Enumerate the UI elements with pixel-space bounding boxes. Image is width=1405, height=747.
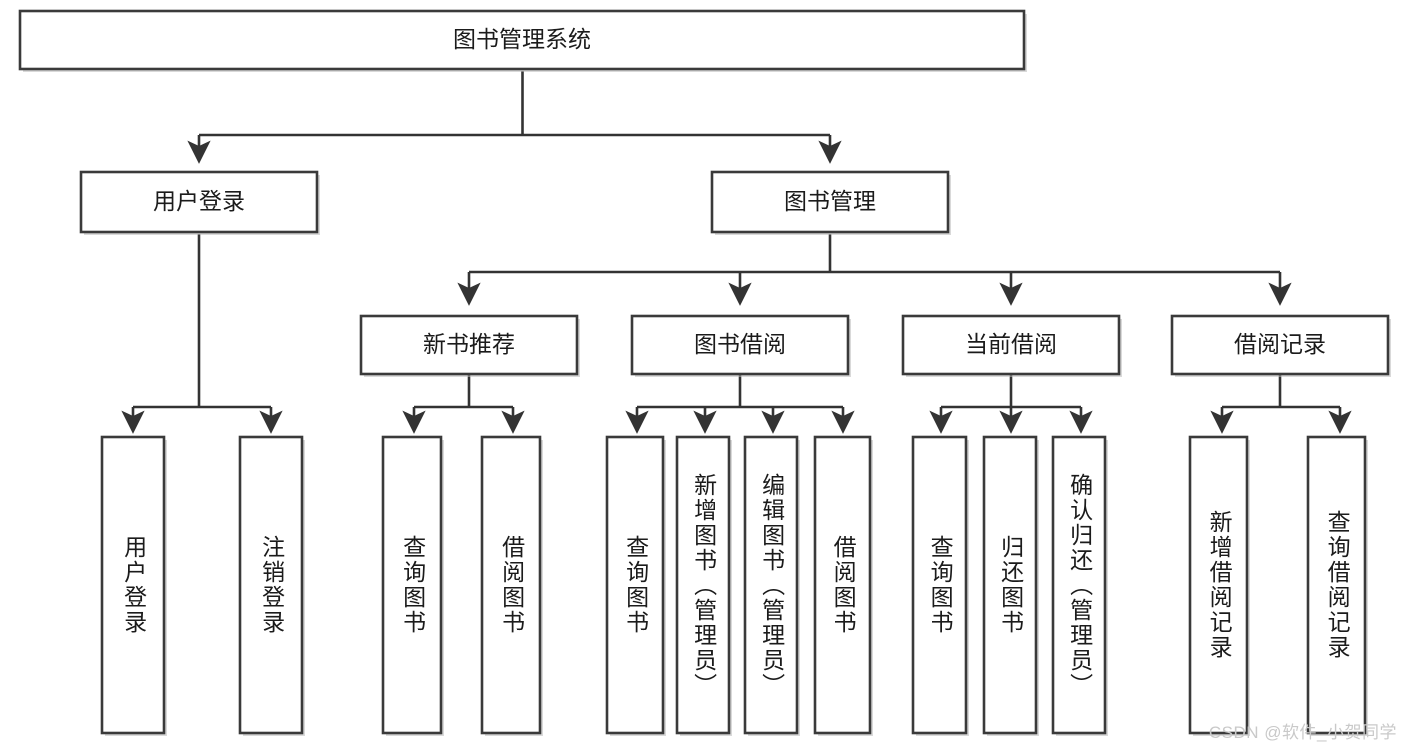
node-leaf-query-record[interactable] bbox=[1306, 435, 1368, 736]
node-leaf-borrow-book-1[interactable] bbox=[480, 435, 543, 736]
node-new-book-recommend[interactable]: 新书推荐 bbox=[359, 314, 580, 377]
node-leaf-add-book[interactable] bbox=[675, 435, 732, 736]
node-current-borrow[interactable]: 当前借阅 bbox=[901, 314, 1122, 377]
node-current-borrow-label: 当前借阅 bbox=[965, 331, 1057, 357]
node-leaf-confirm-return[interactable] bbox=[1051, 435, 1108, 736]
node-new-book-recommend-label: 新书推荐 bbox=[423, 331, 515, 357]
node-user-login-label: 用户登录 bbox=[153, 188, 245, 214]
node-user-login[interactable]: 用户登录 bbox=[79, 170, 320, 235]
node-leaf-query-book-3[interactable] bbox=[911, 435, 969, 736]
edge-current-borrow-to-leaves bbox=[929, 375, 1093, 434]
node-leaf-borrow-book-2[interactable] bbox=[813, 435, 873, 736]
node-leaf-query-book-2[interactable] bbox=[605, 435, 666, 736]
node-leaf-add-record[interactable] bbox=[1188, 435, 1250, 736]
node-root-label: 图书管理系统 bbox=[453, 26, 591, 52]
node-book-borrow-label: 图书借阅 bbox=[694, 331, 786, 357]
edge-book-borrow-to-leaves bbox=[625, 375, 855, 434]
csdn-watermark: CSDN @软件_小贺同学 bbox=[1208, 723, 1397, 742]
node-borrow-record-label: 借阅记录 bbox=[1234, 331, 1326, 357]
edge-new-book-recommend-to-leaves bbox=[402, 375, 525, 434]
node-root[interactable]: 图书管理系统 bbox=[18, 9, 1027, 72]
node-book-borrow[interactable]: 图书借阅 bbox=[630, 314, 851, 377]
edge-user-login-to-leaves bbox=[121, 234, 283, 434]
node-book-management-label: 图书管理 bbox=[784, 188, 876, 214]
edge-root-to-children bbox=[187, 71, 842, 164]
node-leaf-logout-login[interactable] bbox=[238, 435, 305, 736]
node-leaf-user-login[interactable] bbox=[100, 435, 167, 736]
edge-borrow-record-to-leaves bbox=[1210, 375, 1352, 434]
node-leaf-edit-book[interactable] bbox=[743, 435, 800, 736]
node-leaf-return-book[interactable] bbox=[982, 435, 1039, 736]
node-leaf-query-book-1[interactable] bbox=[381, 435, 444, 736]
node-book-management[interactable]: 图书管理 bbox=[710, 170, 951, 235]
edge-book-management-to-level3 bbox=[457, 234, 1292, 306]
node-borrow-record[interactable]: 借阅记录 bbox=[1170, 314, 1391, 377]
